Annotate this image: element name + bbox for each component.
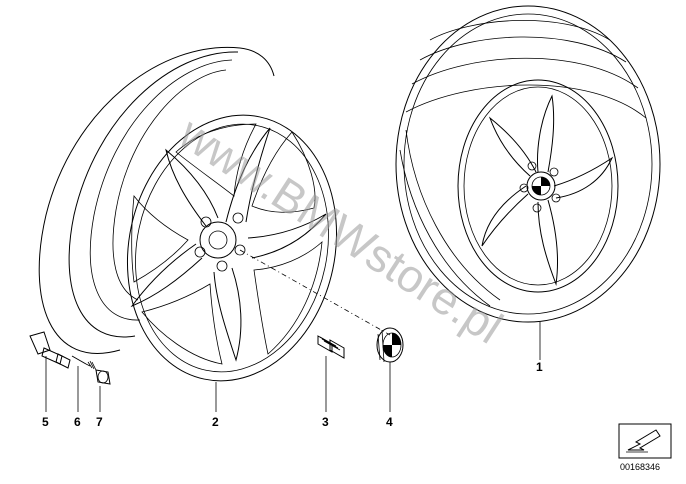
wheel-bolt[interactable] [317, 335, 345, 359]
tire-wheel-assembly[interactable] [395, 5, 661, 323]
valve[interactable] [29, 331, 71, 369]
leader-lines [45, 322, 541, 412]
callout-5: 5 [42, 415, 49, 429]
arrow-icon[interactable] [618, 423, 672, 459]
callout-2: 2 [212, 415, 219, 429]
valve-core[interactable] [71, 355, 97, 371]
watermark: www.BMWstore.pl [170, 106, 512, 353]
hub-cap[interactable] [376, 327, 404, 363]
callout-7: 7 [96, 415, 103, 429]
assembly-axis [239, 249, 391, 336]
light-alloy-rim[interactable] [38, 46, 360, 400]
callout-4: 4 [386, 415, 393, 429]
callout-1: 1 [536, 360, 543, 374]
callout-6: 6 [74, 415, 81, 429]
valve-cap[interactable] [95, 369, 111, 385]
callout-3: 3 [322, 415, 329, 429]
document-number: 00168346 [620, 462, 660, 472]
